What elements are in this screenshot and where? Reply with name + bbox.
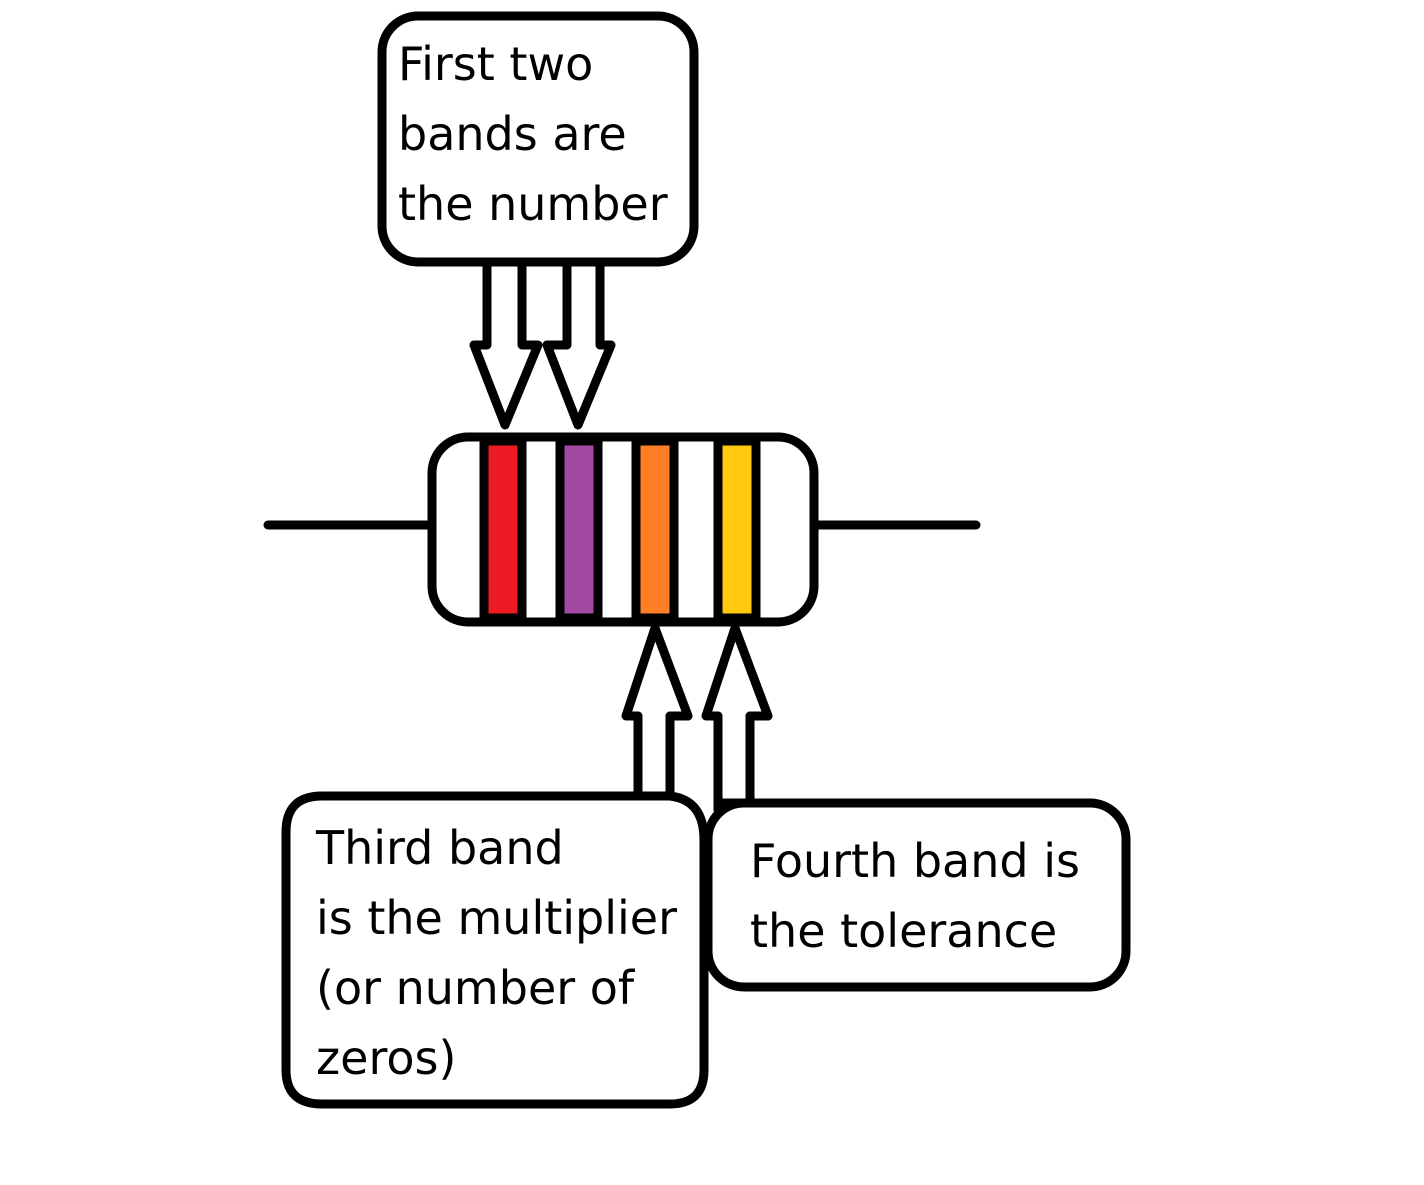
callout-tolerance-band: Fourth band is the tolerance: [703, 798, 1131, 992]
callout-number-bands-line-2: bands are: [398, 107, 627, 161]
resistor-body-outline: [427, 432, 819, 627]
callout-multiplier-band-line-1: Third band: [315, 821, 564, 875]
resistor-body: [427, 432, 819, 627]
band-third: [631, 436, 679, 623]
callout-number-bands-line-1: First two: [398, 37, 593, 91]
callout-multiplier-band-box: [281, 791, 709, 1109]
callout-multiplier-band-line-4: zeros): [316, 1031, 456, 1085]
callout-tolerance-band-line-1: Fourth band is: [750, 834, 1080, 888]
arrow-to-second-band: [542, 257, 616, 430]
band-second: [555, 436, 603, 623]
callout-number-bands-box: [377, 11, 699, 267]
callout-multiplier-band-line-3: (or number of: [316, 961, 636, 1015]
band-first: [479, 436, 527, 623]
callout-tolerance-band-line-2: the tolerance: [750, 904, 1057, 958]
callout-multiplier-band-line-2: is the multiplier: [316, 891, 677, 945]
arrow-to-first-band: [469, 257, 543, 430]
callout-tolerance-band-box: [703, 798, 1131, 992]
band-fourth: [713, 436, 761, 623]
callout-number-bands-line-3: the number: [398, 177, 668, 231]
callout-multiplier-band: Third band is the multiplier (or number …: [281, 791, 709, 1109]
callout-number-bands: First two bands are the number: [377, 11, 699, 267]
